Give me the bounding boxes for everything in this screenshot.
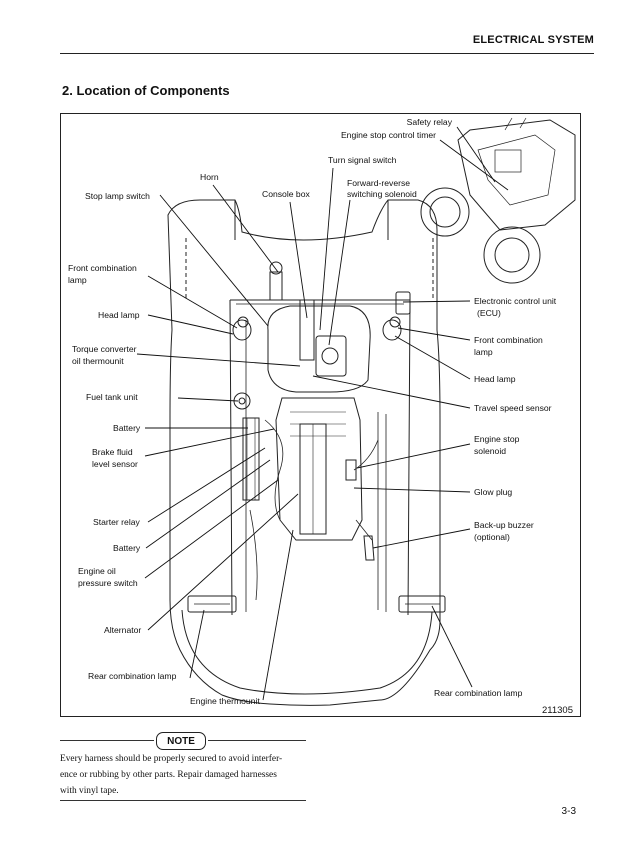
label-horn: Horn bbox=[200, 172, 219, 182]
label-turn-signal-switch: Turn signal switch bbox=[328, 155, 397, 165]
label-engine-stop-control-timer: Engine stop control timer bbox=[341, 130, 436, 140]
label-glow-plug: Glow plug bbox=[474, 487, 512, 497]
label-battery-lower: Battery bbox=[113, 543, 141, 553]
label-head-lamp-left: Head lamp bbox=[98, 310, 140, 320]
label-forward-reverse-line1: Forward-reverse bbox=[347, 178, 410, 188]
label-starter-relay: Starter relay bbox=[93, 517, 141, 527]
label-forward-reverse-line2: switching solenoid bbox=[347, 189, 417, 199]
label-engine-thermounit: Engine thermounit bbox=[190, 696, 260, 706]
note-badge: NOTE bbox=[156, 732, 206, 750]
label-alternator: Alternator bbox=[104, 625, 141, 635]
label-engine-oil-line2: pressure switch bbox=[78, 578, 138, 588]
label-brake-fluid-line2: level sensor bbox=[92, 459, 138, 469]
note-line-1: Every harness should be properly secured… bbox=[60, 754, 283, 764]
label-travel-speed-sensor: Travel speed sensor bbox=[474, 403, 552, 413]
header-section-title: ELECTRICAL SYSTEM bbox=[472, 34, 594, 46]
label-rear-combination-lamp-right: Rear combination lamp bbox=[434, 688, 523, 698]
label-front-combination-lamp-right-line2: lamp bbox=[474, 347, 493, 357]
leader-lines bbox=[136, 126, 509, 701]
diagram-labels: Safety relay Engine stop control timer T… bbox=[68, 117, 573, 716]
inset-drawing bbox=[420, 117, 576, 284]
label-engine-stop-solenoid-line2: solenoid bbox=[474, 446, 506, 456]
figure-number: 211305 bbox=[542, 705, 573, 716]
label-back-up-buzzer-line2: (optional) bbox=[474, 532, 510, 542]
header-rule bbox=[60, 53, 594, 54]
label-engine-stop-solenoid-line1: Engine stop bbox=[474, 434, 520, 444]
label-stop-lamp-switch: Stop lamp switch bbox=[85, 191, 150, 201]
label-head-lamp-right: Head lamp bbox=[474, 374, 516, 384]
note-line-3: with vinyl tape. bbox=[60, 786, 119, 796]
label-console-box: Console box bbox=[262, 189, 310, 199]
note-text: Every harness should be properly secured… bbox=[60, 751, 308, 799]
label-fuel-tank-unit: Fuel tank unit bbox=[86, 392, 138, 402]
label-ecu-line1: Electronic control unit bbox=[474, 296, 557, 306]
label-torque-converter-line2: oil thermounit bbox=[72, 356, 124, 366]
note-rule-left bbox=[60, 740, 154, 741]
note-rule-bottom bbox=[60, 800, 306, 801]
label-brake-fluid-line1: Brake fluid bbox=[92, 447, 133, 457]
label-front-combination-lamp-left-line2: lamp bbox=[68, 275, 87, 285]
label-ecu-line2: (ECU) bbox=[477, 308, 501, 318]
label-back-up-buzzer-line1: Back-up buzzer bbox=[474, 520, 534, 530]
label-torque-converter-line1: Torque converter bbox=[72, 344, 137, 354]
figure-frame bbox=[60, 113, 581, 717]
label-front-combination-lamp-right-line1: Front combination bbox=[474, 335, 543, 345]
label-engine-oil-line1: Engine oil bbox=[78, 566, 116, 576]
label-battery-upper: Battery bbox=[113, 423, 141, 433]
vehicle-drawing bbox=[167, 199, 446, 706]
page-number: 3-3 bbox=[561, 806, 576, 817]
section-title: 2. Location of Components bbox=[62, 83, 230, 98]
label-safety-relay: Safety relay bbox=[407, 117, 453, 127]
label-rear-combination-lamp-left: Rear combination lamp bbox=[88, 671, 177, 681]
label-front-combination-lamp-left-line1: Front combination bbox=[68, 263, 137, 273]
note-rule-right bbox=[208, 740, 306, 741]
note-line-2: ence or rubbing by other parts. Repair d… bbox=[60, 770, 277, 780]
